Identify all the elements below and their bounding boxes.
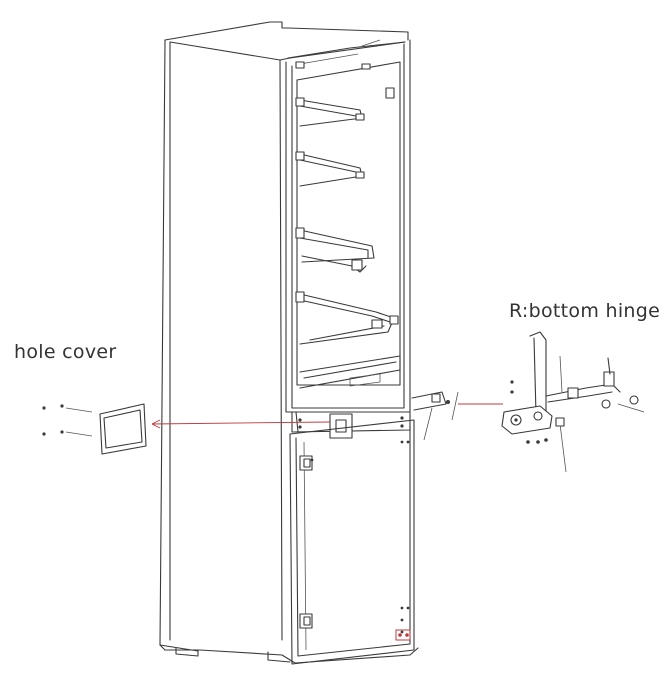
shelf-1 bbox=[295, 97, 365, 127]
refrigerator-cabinet bbox=[159, 21, 419, 664]
shelf-2 bbox=[295, 151, 365, 187]
hole-cover-part bbox=[42, 403, 147, 455]
hole-cover-screws bbox=[42, 404, 93, 437]
hole-cover-label: hole cover bbox=[14, 341, 117, 363]
hinge-mount bbox=[411, 391, 459, 441]
middle-frame bbox=[291, 411, 411, 439]
crisper-divider bbox=[299, 355, 401, 389]
bottom-hinge-label: R:bottom hinge bbox=[509, 300, 661, 322]
lower-door bbox=[289, 419, 415, 665]
shelf-4 bbox=[295, 291, 399, 345]
hole-cover-pointer bbox=[151, 421, 331, 425]
shelf-3 bbox=[295, 227, 375, 273]
bottom-hinge-part bbox=[501, 331, 645, 473]
